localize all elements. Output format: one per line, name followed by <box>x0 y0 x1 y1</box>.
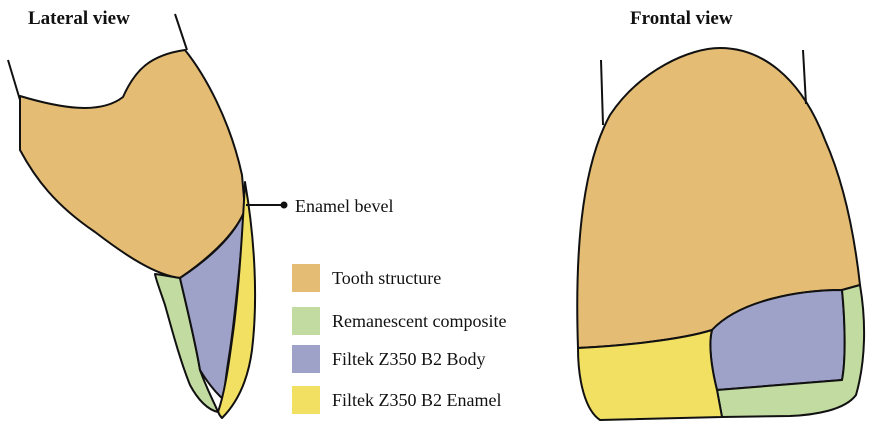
frontal-root-line-left <box>600 59 604 126</box>
legend-swatch <box>292 386 320 414</box>
legend-label: Filtek Z350 B2 Enamel <box>332 389 502 410</box>
lateral-view-tooth <box>7 13 257 419</box>
frontal-enamel <box>577 329 723 421</box>
legend-item-tooth-structure: Tooth structure <box>292 264 441 292</box>
legend-label: Tooth structure <box>332 267 442 288</box>
legend-item-remanescent-composite: Remanescent composite <box>292 307 506 335</box>
legend-label: Remanescent composite <box>332 310 507 331</box>
enamel-bevel-label: Enamel bevel <box>295 196 393 216</box>
legend-swatch <box>292 264 320 292</box>
legend-label: Filtek Z350 B2 Body <box>332 348 486 369</box>
frontal-remanescent-composite <box>716 284 866 418</box>
frontal-view-tooth <box>576 47 866 421</box>
legend-swatch <box>292 345 320 373</box>
legend-swatch <box>292 307 320 335</box>
frontal-root-line-right <box>802 49 807 105</box>
lateral-enamel <box>217 181 257 419</box>
legend-item-body: Filtek Z350 B2 Body <box>292 345 486 373</box>
legend-item-enamel: Filtek Z350 B2 Enamel <box>292 386 501 414</box>
lateral-root-line-left <box>7 59 21 101</box>
lateral-view-title: Lateral view <box>28 8 130 29</box>
lateral-root-line-right <box>174 13 188 51</box>
lateral-tooth-structure <box>19 49 246 279</box>
enamel-bevel-pointer: Enamel bevel <box>246 196 393 216</box>
frontal-view-title: Frontal view <box>630 8 733 29</box>
